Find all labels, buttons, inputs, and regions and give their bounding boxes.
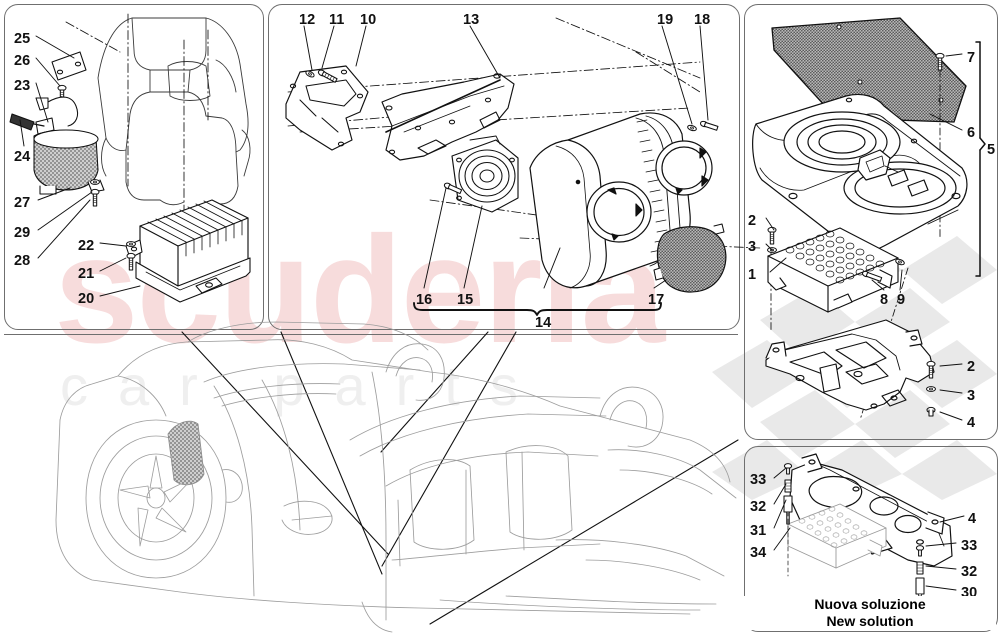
new-solution-caption-it: Nuova soluzione bbox=[814, 596, 926, 612]
callout-4[interactable]: 4 bbox=[967, 415, 976, 431]
panel-subwoofer bbox=[268, 4, 740, 330]
callout-3-upper[interactable]: 3 bbox=[748, 239, 757, 255]
callout-29[interactable]: 29 bbox=[14, 225, 31, 241]
callout-32-right[interactable]: 32 bbox=[961, 564, 978, 580]
watermark-car-parts: car parts bbox=[60, 354, 548, 417]
callout-33-right[interactable]: 33 bbox=[961, 538, 978, 554]
callout-24[interactable]: 24 bbox=[14, 149, 31, 165]
callout-33-left[interactable]: 33 bbox=[750, 472, 767, 488]
callout-23[interactable]: 23 bbox=[14, 78, 31, 94]
callout-19[interactable]: 19 bbox=[657, 12, 674, 28]
callout-10[interactable]: 10 bbox=[360, 12, 377, 28]
callout-2-upper[interactable]: 2 bbox=[748, 213, 757, 229]
callout-6[interactable]: 6 bbox=[967, 125, 976, 141]
vehicle-panel-divider bbox=[4, 334, 738, 335]
callout-12[interactable]: 12 bbox=[299, 12, 316, 28]
callout-8[interactable]: 8 bbox=[880, 292, 889, 308]
callout-5[interactable]: 5 bbox=[987, 142, 996, 158]
callout-21[interactable]: 21 bbox=[78, 266, 95, 282]
callout-17[interactable]: 17 bbox=[648, 292, 665, 308]
callout-27[interactable]: 27 bbox=[14, 195, 31, 211]
callout-32-left[interactable]: 32 bbox=[750, 499, 767, 515]
callout-3-lower[interactable]: 3 bbox=[967, 388, 976, 404]
callout-20[interactable]: 20 bbox=[78, 291, 95, 307]
callout-16[interactable]: 16 bbox=[416, 292, 433, 308]
callout-22[interactable]: 22 bbox=[78, 238, 95, 254]
callout-15[interactable]: 15 bbox=[457, 292, 474, 308]
panel-speaker-enclosure bbox=[744, 4, 998, 440]
callout-28[interactable]: 28 bbox=[14, 253, 31, 269]
callout-13[interactable]: 13 bbox=[463, 12, 480, 28]
callout-7[interactable]: 7 bbox=[967, 50, 976, 66]
new-solution-caption: Nuova soluzione New solution bbox=[744, 596, 996, 630]
callout-25[interactable]: 25 bbox=[14, 31, 31, 47]
panel-amplifier bbox=[4, 4, 264, 330]
callout-9[interactable]: 9 bbox=[897, 292, 906, 308]
callout-18[interactable]: 18 bbox=[694, 12, 711, 28]
callout-31[interactable]: 31 bbox=[750, 523, 767, 539]
panel-new-solution bbox=[744, 446, 998, 632]
new-solution-caption-en: New solution bbox=[826, 613, 914, 629]
callout-4-new[interactable]: 4 bbox=[968, 511, 977, 527]
callout-11[interactable]: 11 bbox=[329, 12, 345, 28]
callout-34[interactable]: 34 bbox=[750, 545, 767, 561]
callout-2-lower[interactable]: 2 bbox=[967, 359, 976, 375]
callout-26[interactable]: 26 bbox=[14, 53, 31, 69]
callout-1[interactable]: 1 bbox=[748, 267, 757, 283]
callout-14[interactable]: 14 bbox=[535, 315, 552, 331]
